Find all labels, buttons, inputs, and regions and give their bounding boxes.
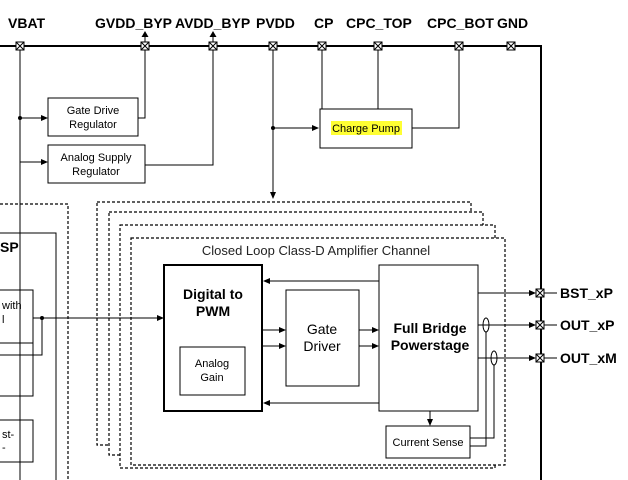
gvdd-wire xyxy=(138,50,146,119)
pin-label-cpc-top: CPC_TOP xyxy=(346,15,412,31)
dsp-sub-label-1: with xyxy=(1,300,22,312)
gate-to-bridge-arrows xyxy=(359,327,379,349)
pin-label-gvdd-byp: GVDD_BYP xyxy=(95,15,172,31)
output-label-outm: OUT_xM xyxy=(560,350,617,366)
full-bridge-label-line2: Powerstage xyxy=(391,337,470,353)
gate-drive-regulator: Gate Drive Regulator xyxy=(47,97,139,137)
analog-gain-label-line1: Analog xyxy=(195,358,229,370)
pin-vbat xyxy=(15,41,25,51)
pwm-to-gate-arrows xyxy=(262,327,286,349)
charge-pump: Charge Pump xyxy=(319,108,413,149)
output-label-bst: BST_xP xyxy=(560,285,613,301)
dsp-sub-label-2: l xyxy=(2,314,4,326)
dsp-sub-label-4: - xyxy=(2,442,6,454)
pin-gnd xyxy=(506,41,516,51)
pin-cpc-bot xyxy=(454,41,464,51)
pin-out-xm xyxy=(535,353,545,363)
pin-avdd-byp xyxy=(208,41,218,51)
output-bst-wire xyxy=(478,290,536,296)
output-outm-wire xyxy=(470,350,536,439)
analog-supply-label-line2: Regulator xyxy=(72,166,120,178)
dsp-return-wire xyxy=(32,318,43,356)
digital-to-pwm-label-line2: PWM xyxy=(196,303,230,319)
feedback-wires xyxy=(263,278,379,406)
pin-cp xyxy=(317,41,327,51)
pvdd-wiring xyxy=(270,50,319,199)
gate-driver: Gate Driver xyxy=(285,289,360,387)
pin-label-cp: CP xyxy=(314,15,333,31)
dsp-block xyxy=(0,232,57,480)
cpc-bot-wire xyxy=(412,50,460,129)
analog-supply-label-line1: Analog Supply xyxy=(61,152,132,164)
dsp-label: SP xyxy=(0,239,19,255)
gate-drive-label-line1: Gate Drive xyxy=(67,105,120,117)
gate-driver-label-line2: Driver xyxy=(303,338,341,354)
current-sense: Current Sense xyxy=(385,425,471,459)
charge-pump-label: Charge Pump xyxy=(332,123,400,135)
output-outp-wire xyxy=(470,317,536,447)
dsp-sub-block-3 xyxy=(0,419,34,463)
dsp-sub-label-3: st- xyxy=(2,429,15,441)
avdd-arrow-icon xyxy=(209,31,217,42)
analog-gain: Analog Gain xyxy=(179,346,246,396)
pin-gvdd-byp xyxy=(140,41,150,51)
device-boundary xyxy=(0,45,542,480)
current-sense-label: Current Sense xyxy=(393,437,464,449)
pin-label-gnd: GND xyxy=(497,15,528,31)
digital-to-pwm-label-line1: Digital to xyxy=(183,286,243,302)
pin-label-avdd-byp: AVDD_BYP xyxy=(175,15,250,31)
pin-cpc-top xyxy=(373,41,383,51)
input-wire xyxy=(33,315,164,321)
bridge-to-sense-arrow xyxy=(427,411,433,426)
pin-out-xp xyxy=(535,320,545,330)
full-bridge-label-line1: Full Bridge xyxy=(393,320,466,336)
pin-label-cpc-bot: CPC_BOT xyxy=(427,15,494,31)
output-label-outp: OUT_xP xyxy=(560,317,614,333)
analog-gain-label-line2: Gain xyxy=(200,372,223,384)
gvdd-arrow-icon xyxy=(141,31,149,42)
pin-label-pvdd: PVDD xyxy=(256,15,295,31)
pin-pvdd xyxy=(268,41,278,51)
dsp-sub-block xyxy=(0,289,34,344)
pin-bst-xp xyxy=(535,288,545,298)
gate-drive-label-line2: Regulator xyxy=(69,119,117,131)
vbat-wiring xyxy=(18,50,48,480)
charge-pump-highlight xyxy=(331,121,402,135)
full-bridge-powerstage: Full Bridge Powerstage xyxy=(378,264,479,412)
dsp-sub-block-2 xyxy=(0,354,34,397)
analog-supply-regulator: Analog Supply Regulator xyxy=(47,144,146,184)
gate-driver-label-line1: Gate xyxy=(307,321,338,337)
out-stub-lines xyxy=(544,292,557,359)
pin-label-vbat: VBAT xyxy=(8,15,46,31)
dsp-outer-dashed xyxy=(0,203,69,480)
channel-title: Closed Loop Class-D Amplifier Channel xyxy=(202,243,430,258)
avdd-wire xyxy=(145,50,214,166)
